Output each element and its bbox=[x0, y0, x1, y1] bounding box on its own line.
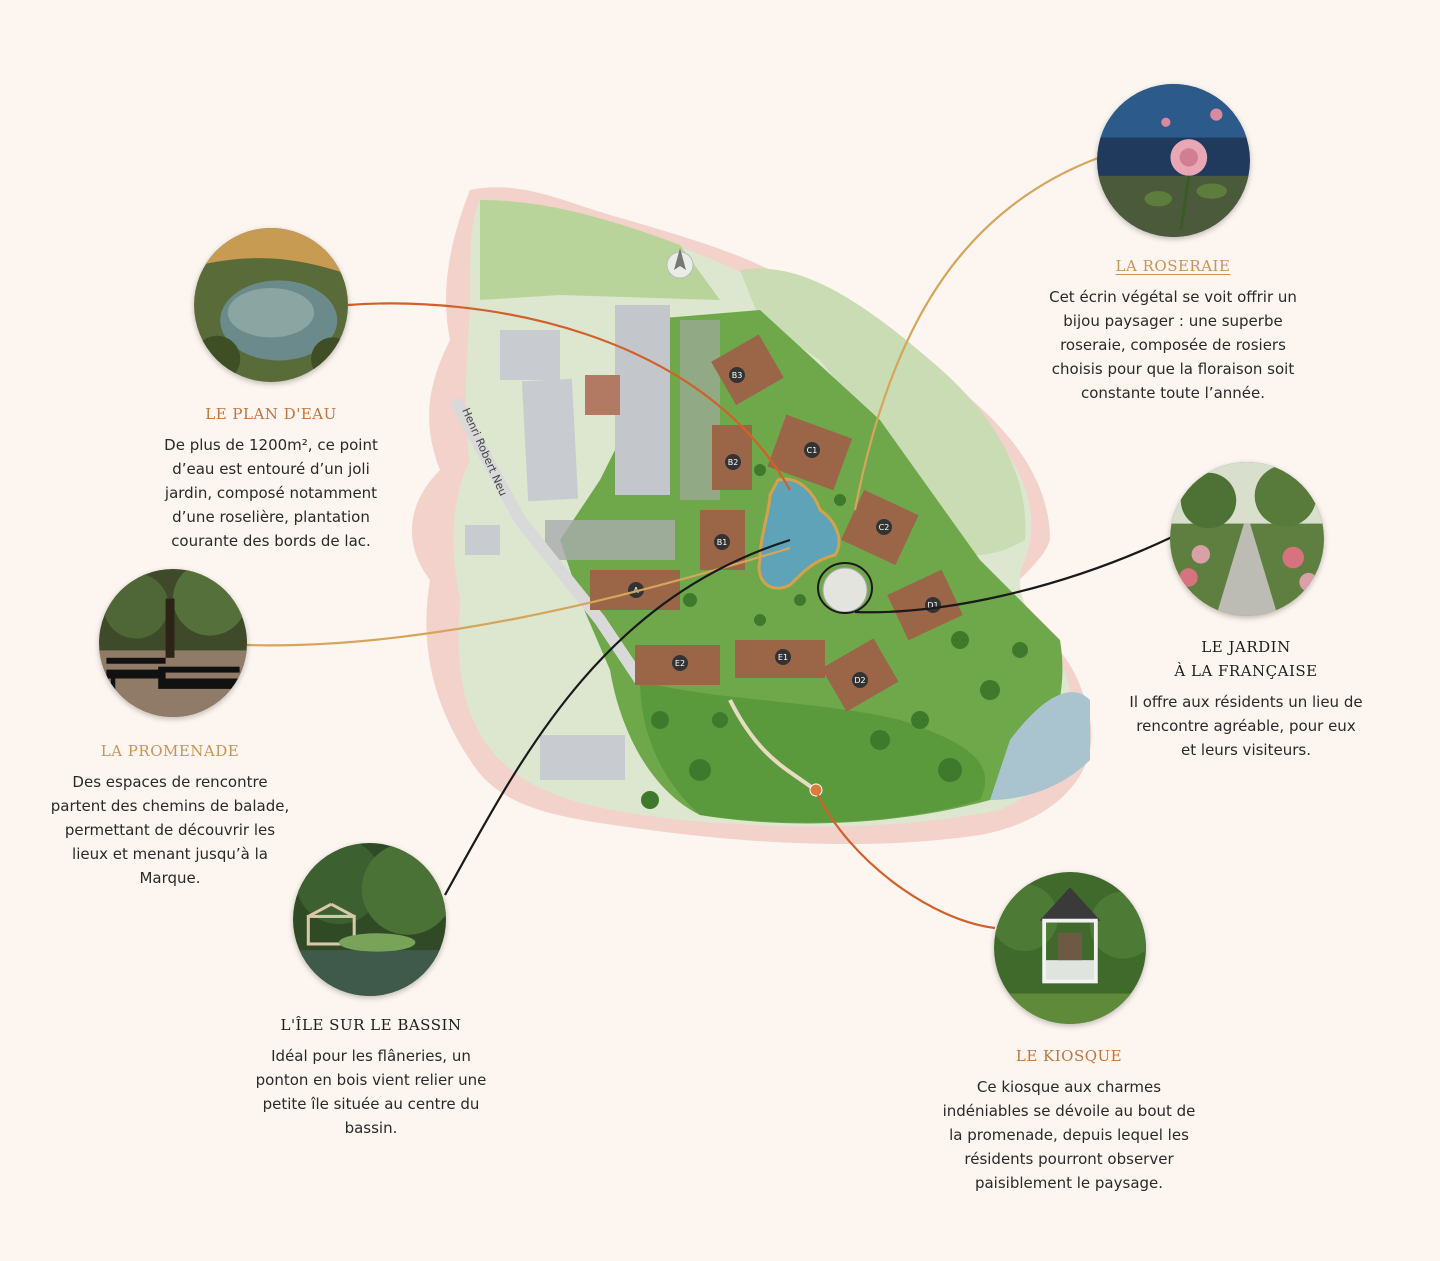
map-grey-building bbox=[521, 378, 579, 502]
connector-plan-eau bbox=[347, 302, 791, 491]
map-grass-north bbox=[480, 200, 720, 300]
map-trees bbox=[641, 464, 1028, 809]
rose-photo bbox=[1097, 84, 1250, 237]
bench-photo bbox=[99, 569, 247, 717]
map-grey-building bbox=[500, 330, 560, 380]
map-grey-building bbox=[585, 375, 620, 415]
plan-eau-title: LE PLAN D'EAU bbox=[205, 405, 337, 423]
bridge-photo bbox=[293, 843, 446, 996]
plan-eau-desc: De plus de 1200m², ce point d’eau est en… bbox=[164, 436, 378, 550]
map-building-b3 bbox=[711, 334, 784, 406]
label-d2: D2 bbox=[854, 676, 865, 685]
map-formal-garden bbox=[822, 567, 868, 613]
map-building-labels: B3 B2 B1 C1 C2 A E2 E1 D2 D1 bbox=[628, 367, 941, 688]
lake-photo bbox=[194, 228, 348, 382]
label-b1: B1 bbox=[717, 538, 728, 547]
ile-title: L'ÎLE SUR LE BASSIN bbox=[280, 1016, 462, 1034]
connector-ile bbox=[444, 538, 791, 896]
label-c2: C2 bbox=[879, 523, 890, 532]
label-c1: C1 bbox=[807, 446, 818, 455]
map-road bbox=[449, 397, 645, 684]
label-e1: E1 bbox=[778, 653, 788, 662]
label-b2: B2 bbox=[728, 458, 739, 467]
label-d1: D1 bbox=[927, 601, 938, 610]
promenade-title: LA PROMENADE bbox=[100, 742, 240, 760]
label-e2: E2 bbox=[675, 659, 685, 668]
roseraie-title: LA ROSERAIE bbox=[1115, 257, 1231, 275]
jardin-title-line1: LE JARDIN bbox=[1201, 638, 1291, 656]
promenade-desc: Des espaces de rencontre partent des che… bbox=[50, 773, 290, 887]
garden-path-photo bbox=[1170, 462, 1324, 616]
connector-jardin bbox=[854, 536, 1173, 614]
compass-icon bbox=[666, 248, 694, 279]
kiosque-title: LE KIOSQUE bbox=[1015, 1047, 1123, 1065]
map-walking-path bbox=[728, 699, 817, 792]
jardin-desc: Il offre aux résidents un lieu de rencon… bbox=[1129, 693, 1363, 759]
connector-kiosque bbox=[817, 794, 996, 930]
connector-roseraie bbox=[853, 156, 1099, 511]
map-kiosque-marker bbox=[809, 783, 823, 797]
map-river bbox=[990, 692, 1090, 800]
label-b3: B3 bbox=[732, 371, 743, 380]
gazebo-photo bbox=[994, 872, 1146, 1024]
roseraie-desc: Cet écrin végétal se voit offrir un bijo… bbox=[1049, 288, 1297, 402]
kiosque-desc: Ce kiosque aux charmes indéniables se dé… bbox=[942, 1078, 1196, 1192]
map-woods-east bbox=[740, 268, 1026, 555]
map-grey-building bbox=[540, 735, 625, 780]
map-pond bbox=[757, 477, 841, 590]
map-grey-building bbox=[615, 305, 670, 495]
ile-desc: Idéal pour les flâneries, un ponton en b… bbox=[255, 1047, 487, 1137]
jardin-title-line2: À LA FRANÇAISE bbox=[1174, 662, 1318, 680]
map-parking bbox=[545, 520, 675, 560]
map-grey-building bbox=[465, 525, 500, 555]
jardin-highlight-ellipse bbox=[817, 562, 873, 614]
